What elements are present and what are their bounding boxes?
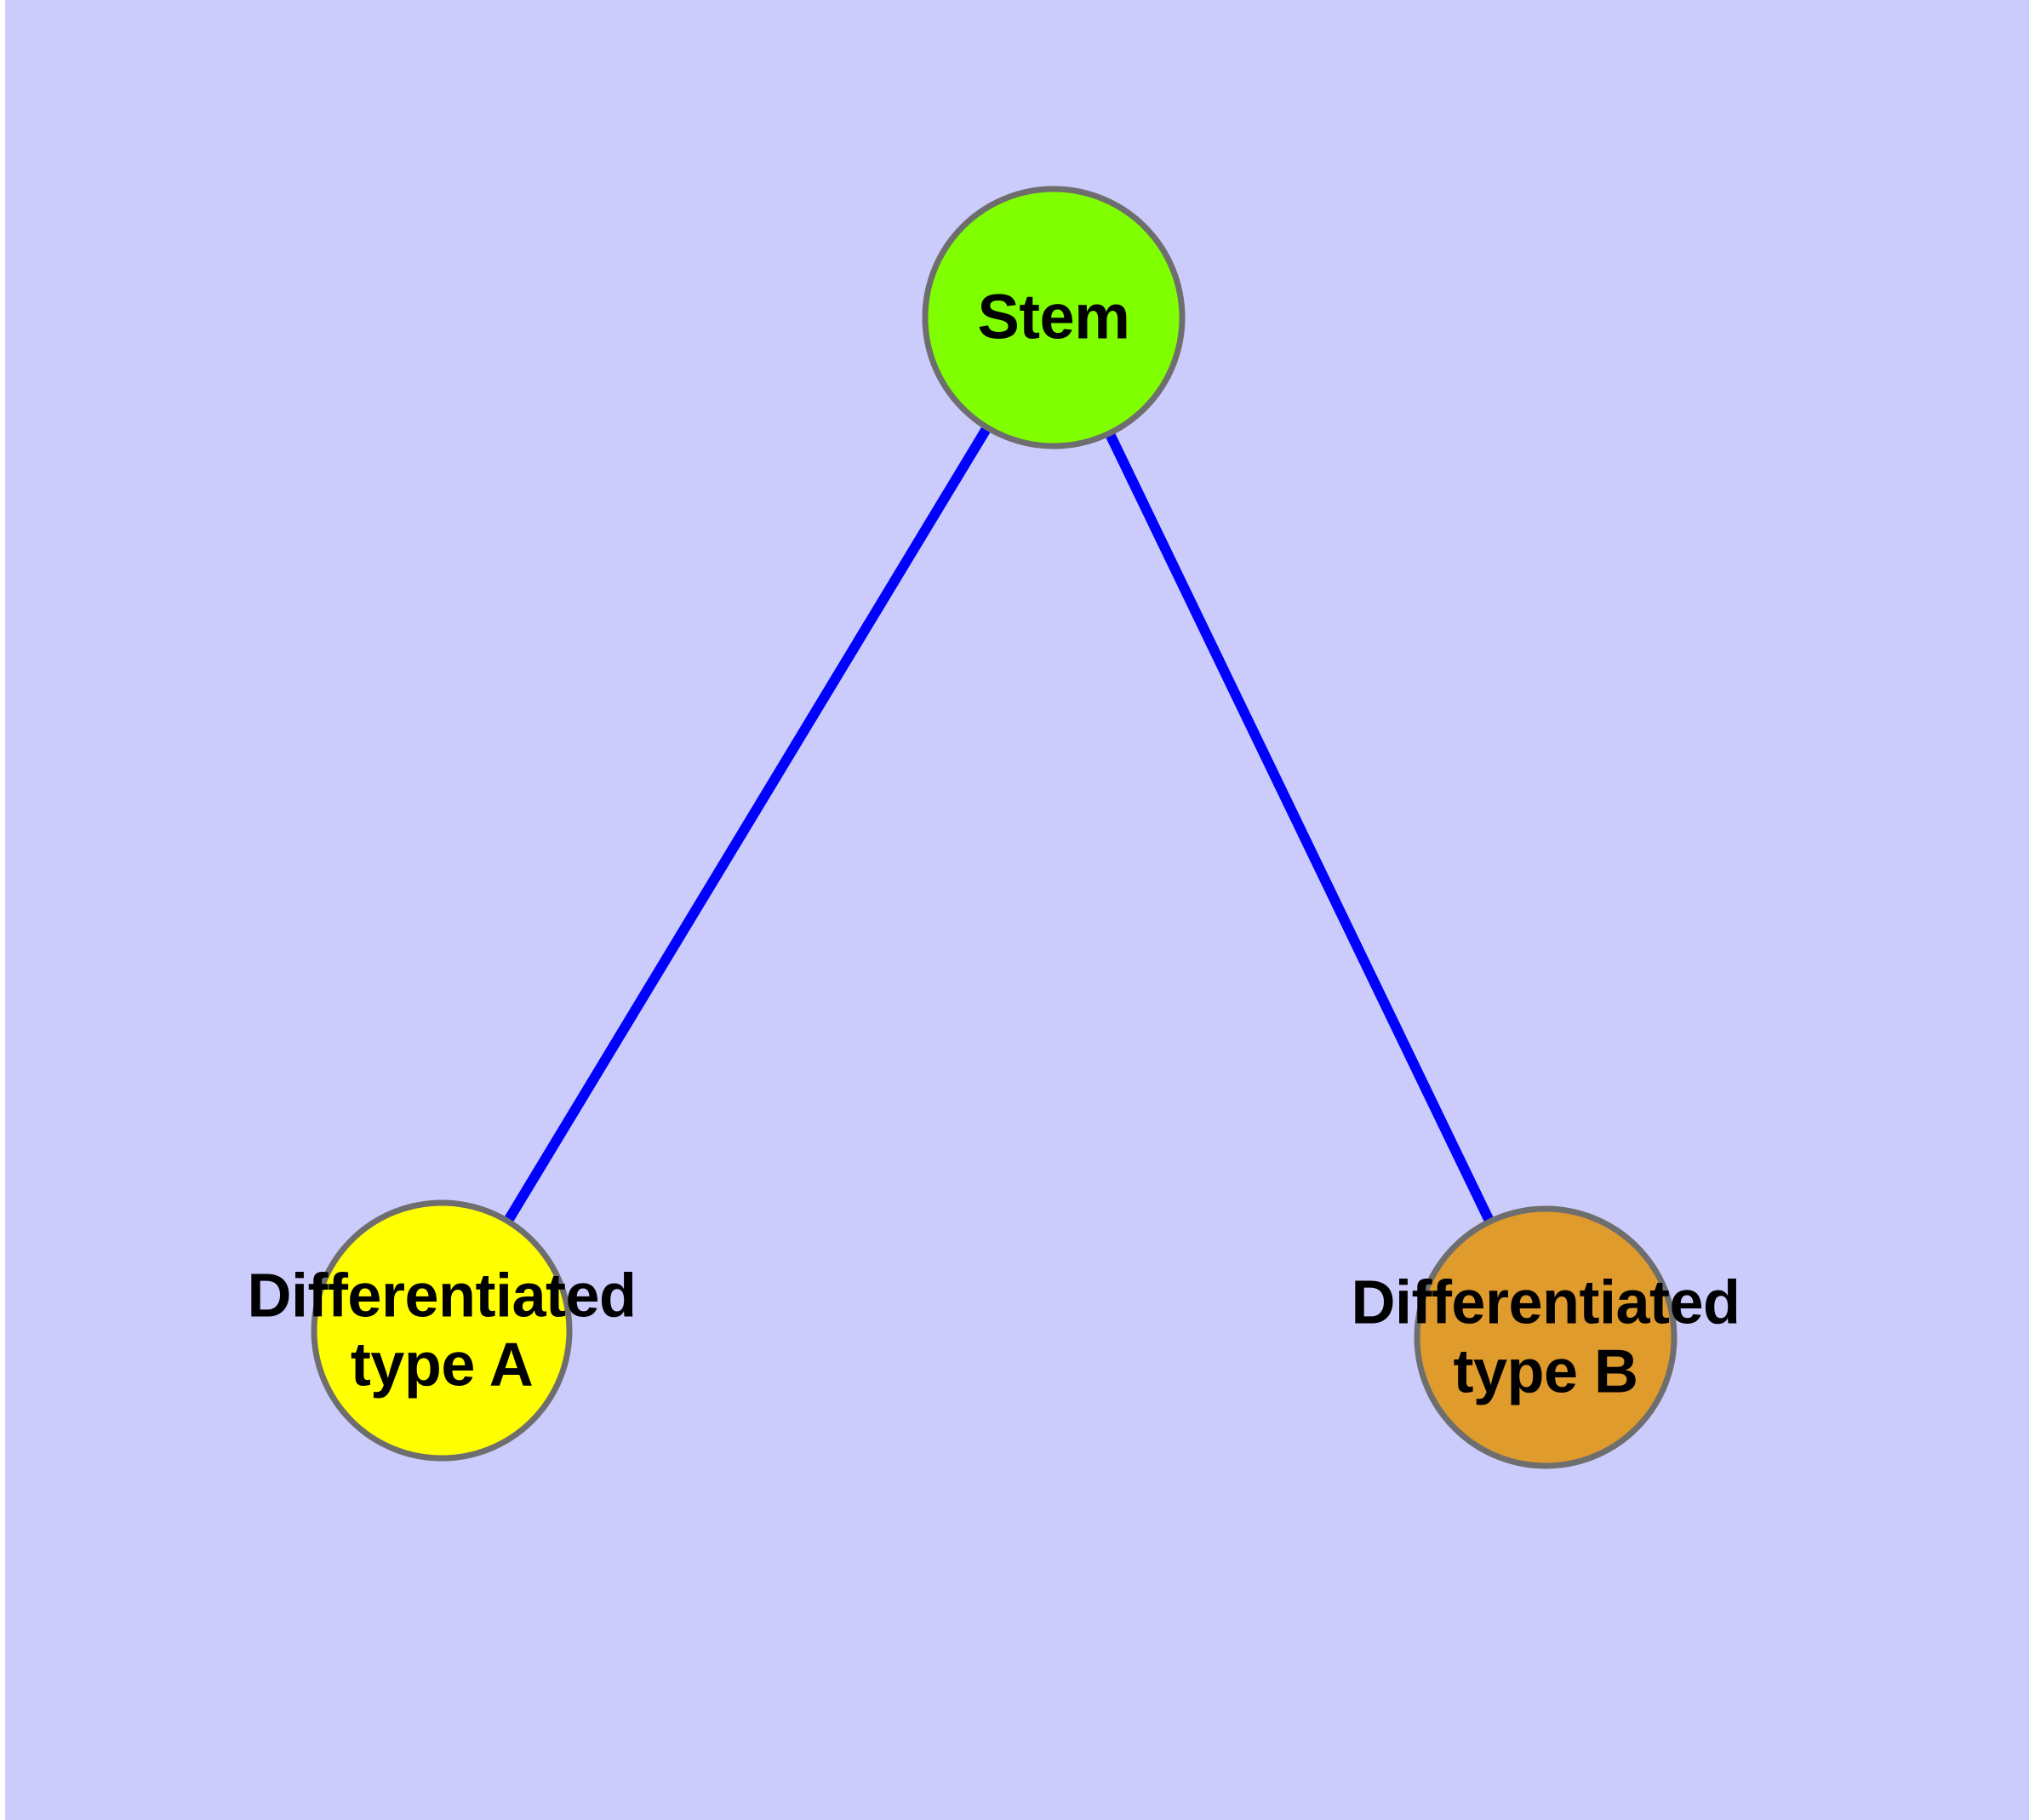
node-layer [311,186,1677,1469]
graph-edge[interactable] [1105,432,1495,1223]
graph-node-diff-type-a[interactable] [311,1199,573,1462]
graph-node-diff-type-b[interactable] [1414,1205,1677,1469]
graph-node-stem[interactable] [922,186,1186,449]
graph-edge[interactable] [504,426,992,1223]
edge-layer [504,426,1495,1223]
